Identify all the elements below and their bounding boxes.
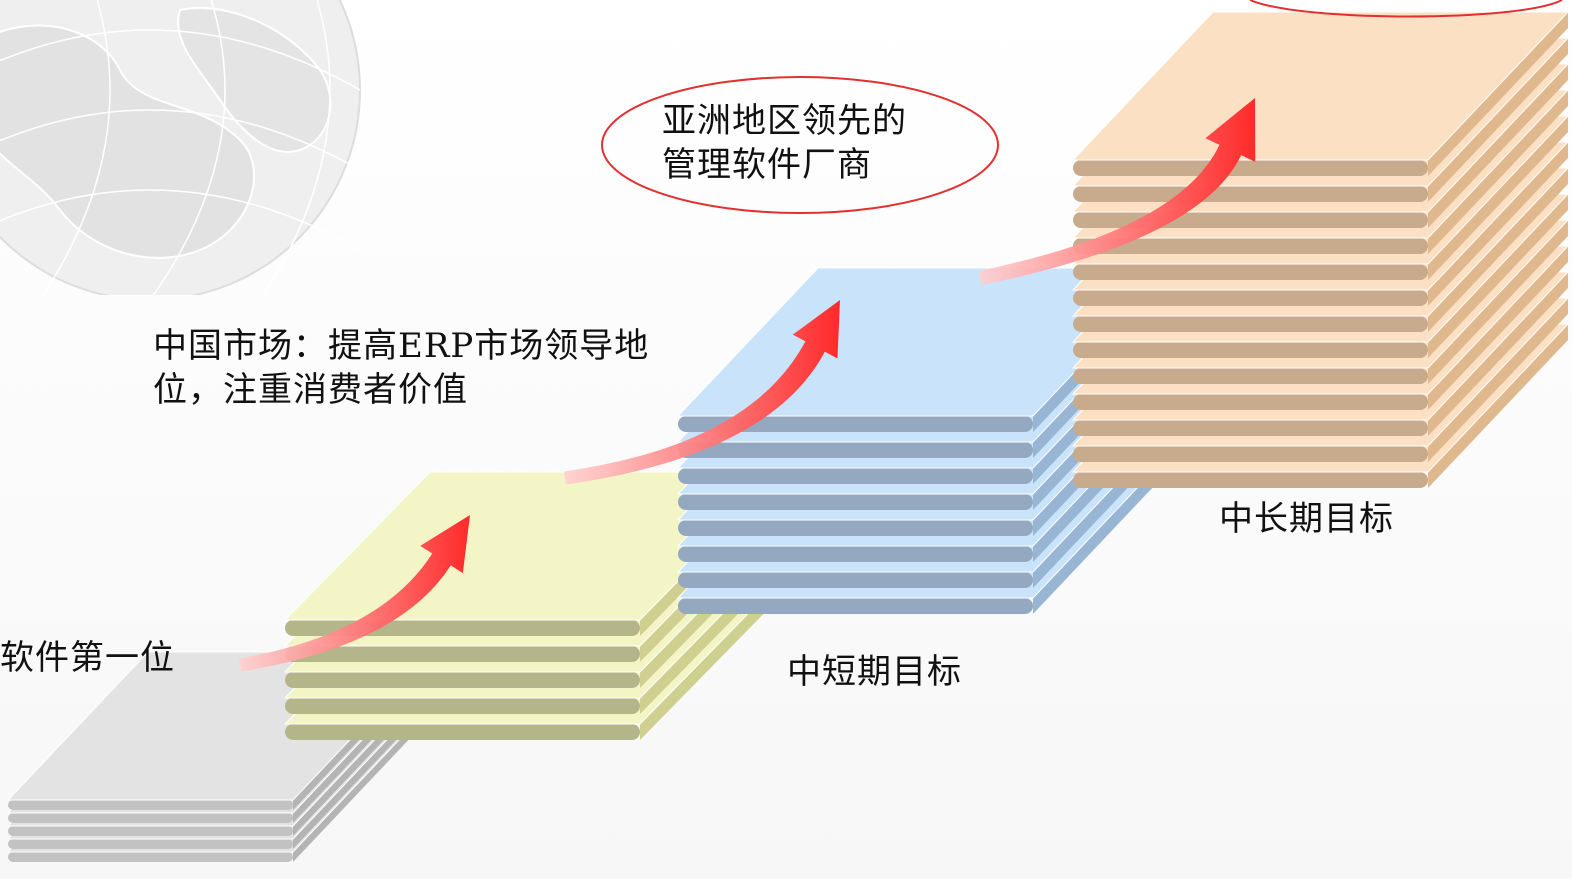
step-4-stack: [1071, 11, 1570, 488]
slab-front: [678, 598, 1033, 614]
slab-side: [1428, 194, 1568, 358]
slab-front: [8, 800, 293, 810]
slab-front: [678, 572, 1033, 588]
slab-side: [1428, 298, 1568, 462]
callout-ellipse: [601, 76, 999, 214]
step-3-stack: [676, 267, 1175, 614]
slab-side: [1428, 116, 1568, 280]
arrows-layer: [238, 98, 1256, 672]
callout-line: 位，注重消费者价值: [153, 370, 468, 410]
callout-line: 管理软件厂商: [662, 145, 872, 185]
slab-front: [678, 546, 1033, 562]
slab-front: [285, 672, 640, 688]
slab-front: [285, 646, 640, 662]
slab-top: [1071, 11, 1570, 161]
slab-side: [293, 704, 433, 862]
slab-front: [1073, 394, 1428, 410]
slab-front: [1073, 160, 1428, 176]
slab-front: [1073, 290, 1428, 306]
slab-front: [678, 520, 1033, 536]
steps-layer: [6, 11, 1570, 862]
slab-front: [285, 698, 640, 714]
slab-front: [1073, 342, 1428, 358]
slab-front: [8, 839, 293, 849]
slab-side: [1428, 272, 1568, 436]
slab-front: [8, 852, 293, 862]
callout-ellipse-partial: [1249, 0, 1563, 18]
slab-front: [1073, 264, 1428, 280]
growth-arrow: [978, 98, 1256, 286]
china-market-callout: 中国市场：提高ERP市场领导地 位，注重消费者价值: [153, 324, 649, 412]
slab-front: [1073, 368, 1428, 384]
asia-leader-callout: 亚洲地区领先的 管理软件厂商: [662, 99, 907, 187]
slab-front: [8, 813, 293, 823]
slab-side: [1428, 90, 1568, 254]
step-4-label: 中长期目标: [1219, 499, 1394, 539]
slab-side: [1428, 168, 1568, 332]
slab-front: [678, 416, 1033, 432]
slab-side: [1428, 142, 1568, 306]
slab-front: [678, 494, 1033, 510]
slab-front: [285, 724, 640, 740]
slab-side: [1428, 246, 1568, 410]
slab-side: [1428, 64, 1568, 228]
growth-arrow: [238, 515, 470, 672]
slab-side: [1428, 220, 1568, 384]
slab-front: [1073, 186, 1428, 202]
slab-front: [8, 826, 293, 836]
slab: [1071, 11, 1570, 176]
slab-side: [1428, 12, 1568, 176]
slab-front: [1073, 316, 1428, 332]
slab-side: [640, 576, 785, 740]
globe-icon: [0, 0, 361, 295]
slab-side: [1428, 324, 1568, 488]
step-3-label: 中短期目标: [787, 652, 962, 692]
slab-side: [1428, 38, 1568, 202]
callout-line: 亚洲地区领先的: [662, 101, 907, 141]
callout-line: 中国市场：提高ERP市场领导地: [153, 326, 650, 366]
slab-front: [678, 468, 1033, 484]
growth-arrow: [564, 300, 840, 485]
slab-front: [1073, 420, 1428, 436]
step-1-label: 软件第一位: [0, 638, 175, 678]
slab-side: [1033, 450, 1173, 614]
slab-front: [678, 442, 1033, 458]
slab-front: [1073, 238, 1428, 254]
slab-front: [1073, 472, 1428, 488]
slab-front: [1073, 446, 1428, 462]
